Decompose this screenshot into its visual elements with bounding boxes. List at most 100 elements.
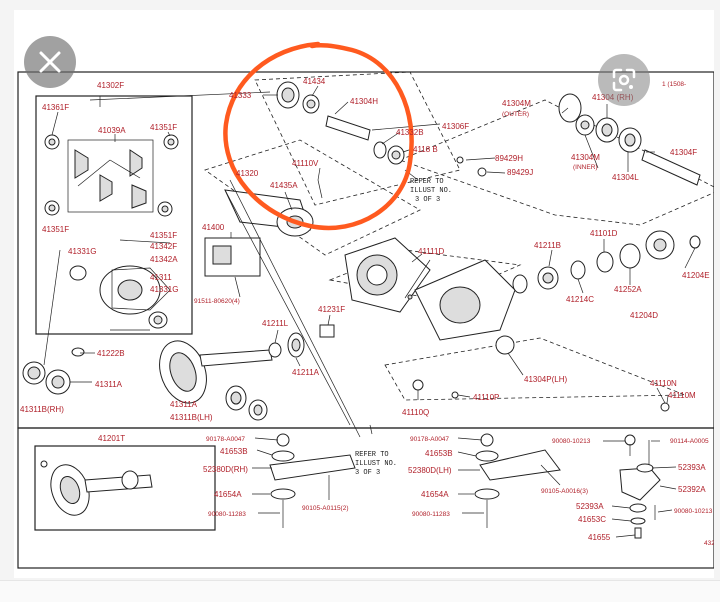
label-41361F: 41361F xyxy=(42,103,69,112)
label-41211A: 41211A xyxy=(292,368,320,377)
label-89429J: 89429J xyxy=(507,168,533,177)
label-41655: 41655 xyxy=(588,533,611,542)
label-41331G: 41331G xyxy=(150,285,178,294)
label-41400: 41400 xyxy=(202,223,225,232)
label-41211B: 41211B xyxy=(534,241,561,250)
label-41435A: 41435A xyxy=(270,181,298,190)
assembly-outline-3 xyxy=(398,99,714,226)
label-52392A: 52392A xyxy=(678,485,706,494)
label-89429H: 89429H xyxy=(495,154,523,163)
close-icon xyxy=(39,51,61,73)
mount-parts xyxy=(269,433,661,539)
label-41304M-outer: 41304M xyxy=(502,99,531,108)
label-41231F: 41231F xyxy=(318,305,345,314)
label-90080-10213: 90080-10213 xyxy=(552,438,591,445)
label-41204E: 41204E xyxy=(682,271,710,280)
label-41311: 41311 xyxy=(150,273,172,282)
label-41214C: 41214C xyxy=(566,295,594,304)
note-refer-line2: ILLUST NO. xyxy=(410,187,452,195)
label-41654A: 41654A xyxy=(214,490,242,499)
label-41311A: 41311A xyxy=(95,380,123,389)
label-41342F: 41342F xyxy=(150,242,177,251)
label-41351F: 41351F xyxy=(150,231,177,240)
note-refer-line3: 3 OF 3 xyxy=(355,469,380,477)
label-41311B-LH: 41311B(LH) xyxy=(170,413,213,422)
assembly-outline-4 xyxy=(384,337,686,401)
leader-lines xyxy=(51,85,696,538)
label-41653B: 41653B xyxy=(220,447,248,456)
label-41304P-LH: 41304P(LH) xyxy=(524,375,567,384)
label-41333: 41333 xyxy=(229,91,252,100)
label-41654A: 41654A xyxy=(421,490,449,499)
center-housing xyxy=(344,237,516,341)
label-41434: 41434 xyxy=(303,77,326,86)
label-52380D-RH: 52380D(RH) xyxy=(203,465,248,474)
label-outer-note: (OUTER) xyxy=(502,111,529,118)
bottom-bar xyxy=(0,580,720,602)
label-41304H: 41304H xyxy=(350,97,378,106)
label-41342A: 41342A xyxy=(150,255,178,264)
label-41304L: 41304L xyxy=(612,173,639,182)
label-corner: 432 xyxy=(704,540,714,547)
note-refer-line3: 3 OF 3 xyxy=(415,196,440,204)
label-41320: 41320 xyxy=(236,169,259,178)
label-41222B: 41222B xyxy=(97,349,125,358)
label-41110P: 41110P xyxy=(473,393,499,402)
label-4118B: 4118 B xyxy=(413,145,438,154)
label-41101D: 41101D xyxy=(590,229,618,238)
label-41653C: 41653C xyxy=(578,515,606,524)
lower-frame xyxy=(17,427,714,569)
note-refer-line2: ILLUST NO. xyxy=(355,460,397,468)
label-41306F: 41306F xyxy=(442,122,469,131)
diagram-sheet: 41302F 41361F 41039A 41351F 41351F 41351… xyxy=(14,10,714,578)
highlight-circle xyxy=(223,41,414,231)
label-41110Q: 41110Q xyxy=(402,408,429,417)
label-41252A: 41252A xyxy=(614,285,642,294)
label-41351F: 41351F xyxy=(150,123,177,132)
label-41211L: 41211L xyxy=(262,319,289,328)
label-90105-3: 90105-A0016(3) xyxy=(541,488,588,495)
label-52393A: 52393A xyxy=(678,463,706,472)
label-90178-b: 90178-A0047 xyxy=(410,436,449,443)
ring-gear-box xyxy=(34,445,216,531)
label-41204D: 41204D xyxy=(630,311,658,320)
differential-parts xyxy=(43,134,179,366)
ring-pinion-parts xyxy=(22,340,273,421)
label-41311B-RH: 41311B(RH) xyxy=(20,405,64,414)
label-top-right: 1 (1508- xyxy=(662,81,686,88)
label-41653B: 41653B xyxy=(425,449,453,458)
label-41039A: 41039A xyxy=(98,126,126,135)
parts-diagram: 41302F 41361F 41039A 41351F 41351F 41351… xyxy=(17,41,714,569)
label-41110M: 41110M xyxy=(668,391,696,400)
label-41110V: 41110V xyxy=(292,159,319,168)
label-90080-11283: 90080-11283 xyxy=(412,511,450,518)
label-41304F: 41304F xyxy=(670,148,697,157)
label-41351F: 41351F xyxy=(42,225,69,234)
label-90178-a: 90178-A0047 xyxy=(206,436,245,443)
part-labels: 41302F 41361F 41039A 41351F 41351F 41351… xyxy=(20,77,714,547)
ring-gear-detail xyxy=(40,460,153,516)
label-41311A: 41311A xyxy=(170,400,198,409)
label-90080-11283: 90080-11283 xyxy=(208,511,246,518)
label-41304M-inner: 41304M xyxy=(571,153,600,162)
label-41201T: 41201T xyxy=(98,434,125,443)
lens-search-button[interactable] xyxy=(598,54,650,106)
lens-search-icon xyxy=(612,68,636,92)
shaft-cluster-left xyxy=(89,81,405,438)
label-inner-note: (INNER) xyxy=(573,164,598,171)
note-refer-line1: REFER TO xyxy=(410,178,444,186)
label-90105-2: 90105-A0115(2) xyxy=(302,505,349,512)
label-52393A: 52393A xyxy=(576,502,604,511)
label-52380D-LH: 52380D(LH) xyxy=(408,466,452,475)
label-41302F: 41302F xyxy=(97,81,124,90)
label-91511: 91511-80620(4) xyxy=(194,298,240,305)
label-41332B: 41332B xyxy=(396,128,424,137)
close-button[interactable] xyxy=(24,36,76,88)
shaft-cluster-right xyxy=(412,93,701,412)
label-90114: 90114-A0005 xyxy=(670,438,709,445)
label-41331G: 41331G xyxy=(68,247,96,256)
label-41110N: 41110N xyxy=(650,379,677,388)
label-41111D: 41111D xyxy=(418,247,444,256)
label-90080-10213: 90080-10213 xyxy=(674,508,713,515)
